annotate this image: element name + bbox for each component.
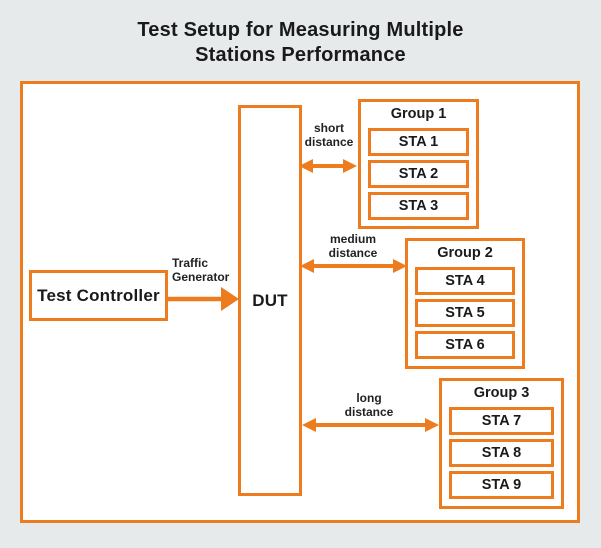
station-box: STA 1	[368, 128, 469, 156]
group-3-title: Group 3	[473, 385, 530, 401]
station-label: STA 2	[398, 166, 439, 182]
station-box: STA 6	[415, 331, 515, 359]
station-box: STA 9	[449, 471, 554, 499]
station-box: STA 7	[449, 407, 554, 435]
group-1-title: Group 1	[390, 106, 447, 122]
station-label: STA 7	[481, 413, 522, 429]
station-box: STA 4	[415, 267, 515, 295]
station-label: STA 5	[445, 305, 485, 321]
station-label: STA 1	[398, 134, 439, 150]
group-2-box: Group 2 STA 4 STA 5 STA 6	[405, 238, 525, 369]
group-3-box: Group 3 STA 7 STA 8 STA 9	[439, 378, 564, 509]
diagram-title: Test Setup for Measuring Multiple Statio…	[137, 19, 464, 66]
station-box: STA 2	[368, 160, 469, 188]
dut-label: DUT	[252, 290, 288, 310]
short-distance-label: short distance	[304, 121, 354, 149]
group-1-box: Group 1 STA 1 STA 2 STA 3	[358, 99, 479, 229]
station-label: STA 8	[481, 445, 522, 461]
test-controller-node: Test Controller	[29, 270, 168, 321]
traffic-generator-label: Traffic Generator	[172, 256, 230, 284]
station-box: STA 8	[449, 439, 554, 467]
station-box: STA 5	[415, 299, 515, 327]
station-box: STA 3	[368, 192, 469, 220]
test-controller-label: Test Controller	[37, 285, 160, 305]
dut-node: DUT	[238, 105, 302, 496]
station-label: STA 3	[398, 198, 439, 214]
station-label: STA 6	[445, 337, 485, 353]
group-2-title: Group 2	[437, 245, 493, 261]
long-distance-label: long distance	[344, 391, 394, 419]
station-label: STA 9	[481, 477, 522, 493]
station-label: STA 4	[445, 273, 485, 289]
medium-distance-label: medium distance	[328, 232, 378, 260]
